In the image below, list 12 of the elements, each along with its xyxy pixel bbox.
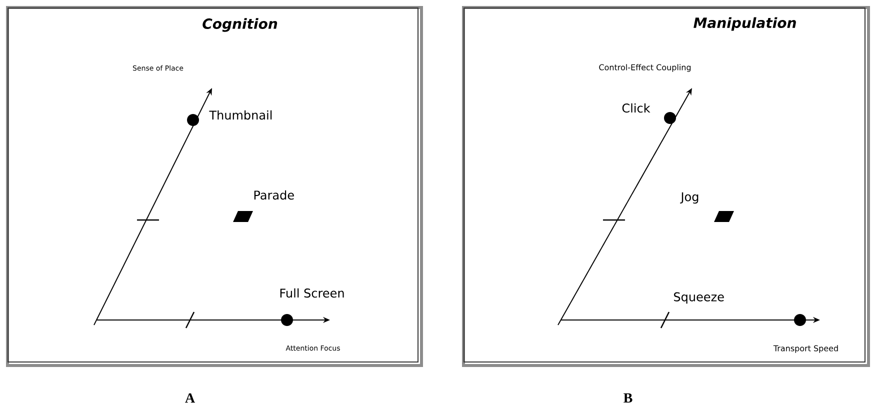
axis-label: Full Screen [280,288,344,298]
axis-label: Squeeze [674,292,724,304]
axis-label: Click [622,103,650,113]
axis-label: Jog [680,192,698,204]
panel-caption: B [624,393,632,403]
axis-label: Transport Speed [773,345,838,353]
axis-label: Parade [254,190,294,200]
axis-label: Control-Effect Coupling [599,64,691,72]
panel-title: Manipulation [694,17,796,31]
panel-caption: A [185,393,195,403]
axis-label: Thumbnail [209,110,272,120]
panel-title: Cognition [202,18,278,32]
